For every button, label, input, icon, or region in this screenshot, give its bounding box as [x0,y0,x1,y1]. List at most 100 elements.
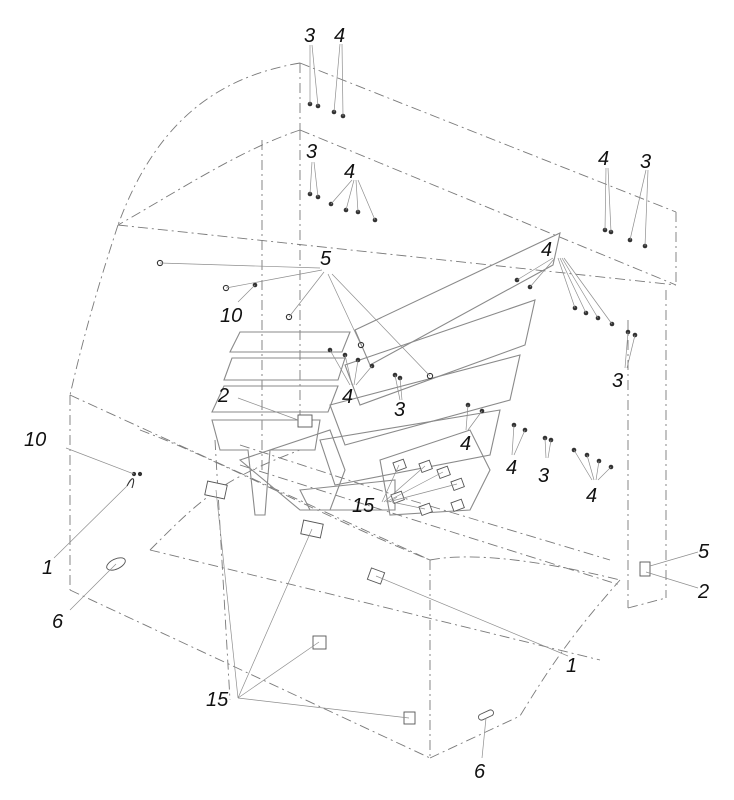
leader-1-right [375,575,569,657]
rear-mat-lower [319,409,501,486]
label-4-right: 4 [598,148,609,170]
pad-15-d [450,477,465,491]
leader-15-bottom [215,489,410,719]
cab-outline [69,62,677,759]
leader-3-top [309,44,319,107]
cowl-right-edge [429,556,621,581]
floor-right-edge [429,579,621,759]
leader-2-right [645,571,699,589]
label-15-center: 15 [352,495,375,517]
pad-15-bottom [403,711,416,725]
clip-5 [357,341,365,349]
callout-labels: 3 4 3 4 4 3 4 5 10 3 4 3 2 4 4 3 4 10 15… [24,25,710,783]
door-curve [149,449,301,551]
leader-5-center [159,262,431,377]
label-3-center: 3 [394,399,405,421]
tunnel-mat-left [211,419,321,516]
leader-15-center [381,464,458,510]
leader-3-upper [309,161,319,198]
tunnel-mat-right [379,429,491,516]
label-4-upper: 4 [344,161,355,183]
leader-6-left [69,563,117,611]
left-front-pillar [69,224,119,396]
leader-4-upper [330,179,376,221]
leader-3-rightlow [624,331,636,369]
roof-front-line [117,224,677,286]
label-1-left: 1 [42,557,53,579]
leader-3-low [544,437,552,459]
rear-mat-middle [329,354,521,446]
roof-inner-curve [117,129,301,226]
roof-rear-edge [299,62,677,213]
label-3-low: 3 [538,465,549,487]
pad-15-b [418,459,433,473]
rear-mat-upper [344,299,536,406]
fasteners [106,101,648,721]
label-6-left: 6 [52,611,64,633]
leader-4-rightmid [516,257,613,325]
label-3-top: 3 [304,25,315,47]
tunnel-mat-center [238,429,346,511]
leader-10-left [237,284,256,303]
sound-pads [204,414,651,725]
label-3-rightlow: 3 [612,370,623,392]
label-4-low2: 4 [506,457,517,479]
leader-2-mid [237,397,299,421]
pad-15-c [436,465,451,479]
floor-tunnel-top [239,464,621,586]
floor-mat-2 [223,357,346,381]
label-3-right: 3 [640,151,651,173]
bracket-2-right [639,561,651,577]
label-2-right: 2 [697,581,709,603]
front-top-edge [69,394,431,561]
leader-4-low2 [511,424,526,456]
label-6-bottom: 6 [474,761,486,783]
clip-5 [426,372,434,380]
tunnel-mat-front [299,479,396,511]
label-10-left: 10 [220,305,242,327]
roof-inner-edge [299,129,677,286]
label-5-right: 5 [698,541,710,563]
clip-5 [222,284,230,292]
label-3-upper: 3 [306,141,317,163]
leader-4-top [333,43,344,117]
leader-10-outer [65,447,135,475]
handle-1-left [126,478,135,489]
leader-lines [53,43,699,759]
floor-mat-3 [211,385,339,413]
label-2-mid: 2 [217,385,229,407]
dash-panel-line [139,429,431,561]
label-4-low3: 4 [586,485,597,507]
rear-mat-top [354,232,561,366]
leader-4-right [604,167,612,233]
label-4-rightmid: 4 [541,239,552,261]
fastener [137,471,143,477]
roof-curve-left [117,62,301,226]
pad-15-g [450,498,465,512]
pad-15-a [392,458,407,472]
leader-1-left [53,485,128,559]
rear-right-base [627,597,667,609]
label-4-low1: 4 [460,433,471,455]
label-1-right: 1 [566,655,577,677]
label-4-top: 4 [334,25,345,47]
label-10-outer: 10 [24,429,46,451]
floor-mat-1 [229,331,351,353]
label-15-bottom: 15 [206,689,229,711]
door-sill [149,549,601,661]
label-4-center: 4 [342,386,353,408]
leader-3-center [394,374,403,401]
pad-15-f [418,502,433,516]
leader-4-low1 [465,404,483,431]
leader-4-low3 [573,449,612,481]
label-5-center: 5 [320,248,332,270]
leader-3-right [629,169,649,247]
pad-15-sill [312,635,327,650]
leader-5-right [649,551,699,567]
leader-4-center [329,349,373,386]
plug-6-bottom [478,709,494,721]
front-bottom-edge [69,589,431,759]
leader-6-bottom [481,717,487,759]
